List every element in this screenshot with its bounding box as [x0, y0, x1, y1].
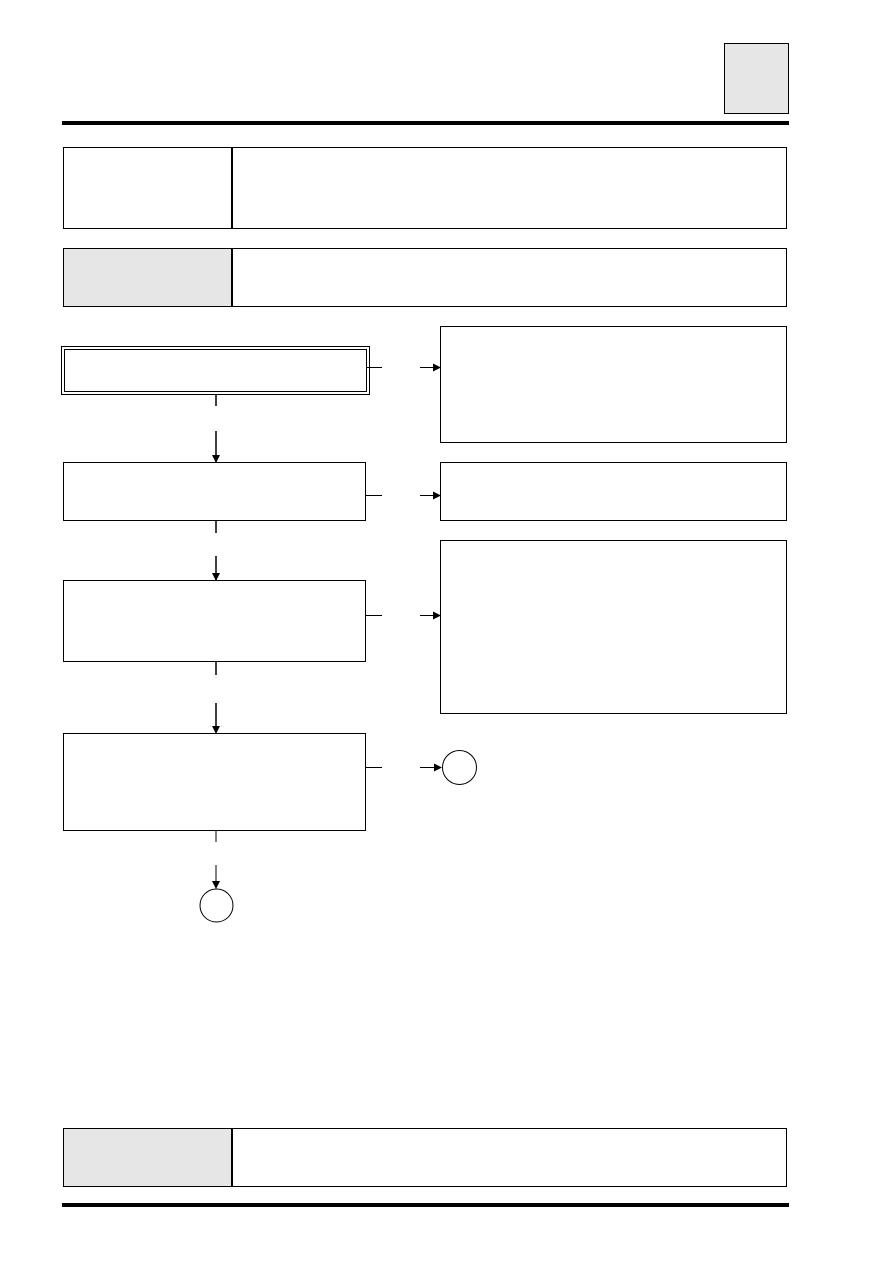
- flow-result-1: [440, 326, 787, 443]
- footer-table-content: [234, 1129, 786, 1186]
- header-rule: [62, 121, 789, 125]
- condition-table-label: [64, 249, 231, 306]
- flow-step-4: [63, 733, 366, 831]
- flow-step-3: [63, 580, 366, 662]
- connector-bottom: [199, 888, 234, 923]
- flow-step-2: [63, 462, 366, 521]
- condition-table-divider: [231, 248, 233, 307]
- flow-result-3: [440, 540, 787, 714]
- connector-right: [442, 750, 477, 785]
- footer-rule: [62, 1203, 789, 1207]
- footer-table-label: [64, 1129, 231, 1186]
- section-tab: [724, 43, 789, 114]
- footer-table-divider: [231, 1128, 233, 1187]
- flow-result-2: [440, 462, 787, 521]
- info-table: [63, 147, 787, 229]
- info-table-divider: [231, 147, 233, 229]
- flow-step-1: [61, 346, 370, 395]
